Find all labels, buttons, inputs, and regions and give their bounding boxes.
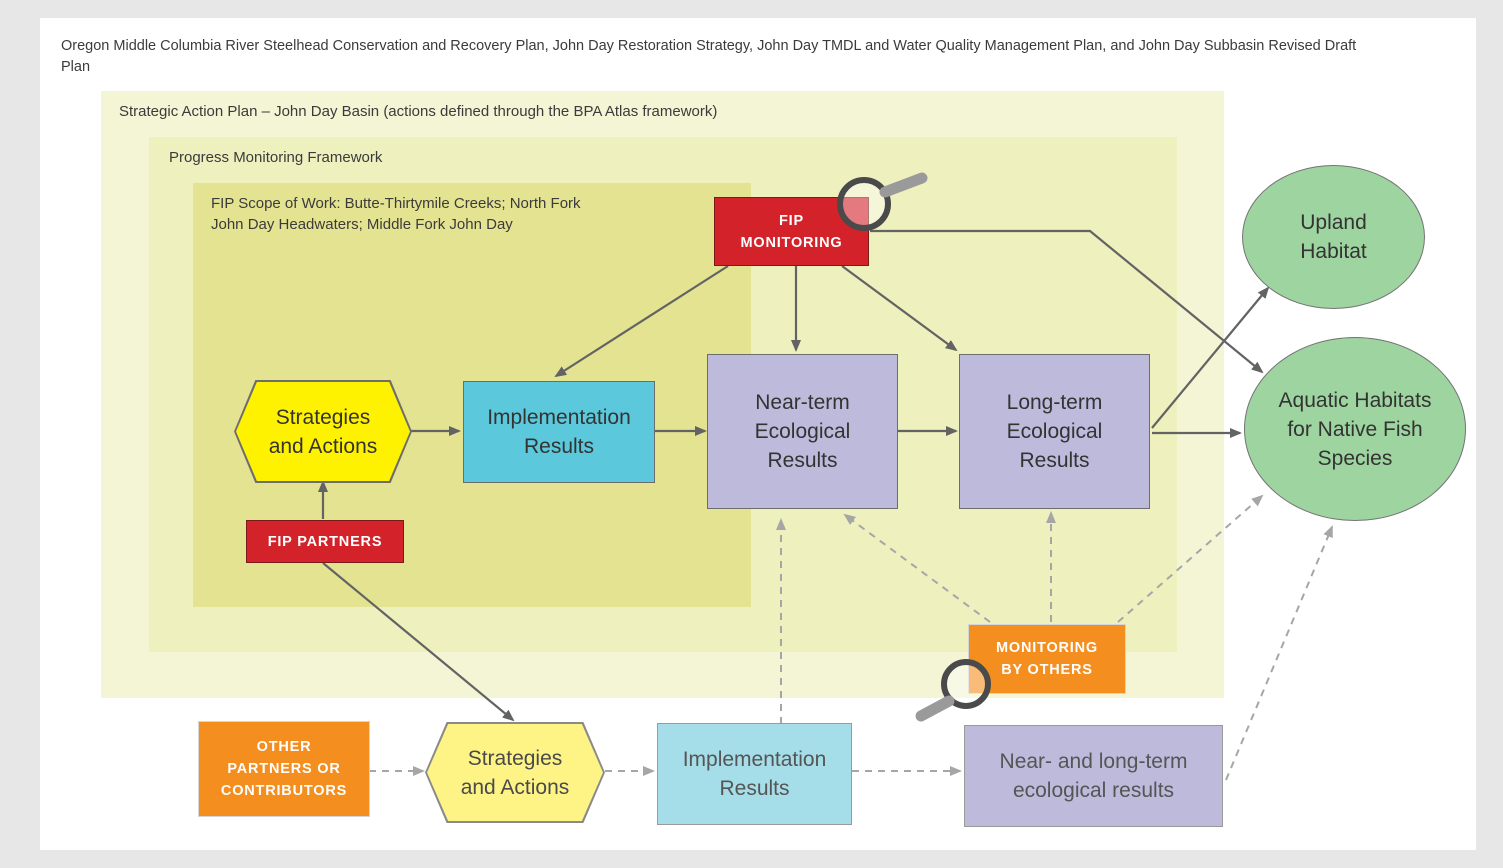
magnifier-icon (915, 659, 991, 722)
strategies-actions-hexagon-border: Strategies and Actions (234, 380, 412, 483)
other-partners-label: OTHER PARTNERS OR CONTRIBUTORS (220, 739, 348, 799)
fip-partners-box: FIP PARTNERS (246, 520, 404, 563)
strategies-actions-2-hexagon-border: Strategies and Actions (425, 722, 605, 823)
aquatic-habitats-label: Aquatic Habitats for Native Fish Species (1278, 388, 1432, 470)
region-label-strategic: Strategic Action Plan – John Day Basin (… (119, 103, 718, 120)
implementation-results-2-label: Implementation Results (682, 748, 827, 800)
arrow-fipmon-to-aquatic (870, 229, 1264, 374)
strategies-actions-hexagon: Strategies and Actions (236, 382, 410, 481)
arrow-fipmon-to-longterm (841, 265, 958, 352)
fip-partners-label: FIP PARTNERS (267, 533, 383, 550)
near-long-term-label: Near- and long-term ecological results (999, 750, 1188, 802)
arrow-fippartners-to-strategies-2 (322, 562, 515, 722)
arrow-fipmon-to-implementation (554, 265, 729, 378)
upland-habitat-oval: Upland Habitat (1242, 165, 1425, 309)
region-label-fip-scope: FIP Scope of Work: Butte-Thirtymile Cree… (211, 195, 581, 233)
near-term-box: Near-term Ecological Results (707, 354, 898, 509)
aquatic-habitats-oval: Aquatic Habitats for Native Fish Species (1244, 337, 1466, 521)
implementation-results-box: Implementation Results (463, 381, 655, 483)
magnifier-icon (837, 172, 928, 231)
upland-habitat-label: Upland Habitat (1300, 211, 1367, 263)
other-partners-box: OTHER PARTNERS OR CONTRIBUTORS (198, 721, 370, 817)
long-term-label: Long-term Ecological Results (1006, 391, 1103, 472)
monitoring-by-others-box: MONITORING BY OTHERS (968, 624, 1126, 694)
dashed-mbo-to-aquatic (1117, 494, 1264, 623)
header-sources: Oregon Middle Columbia River Steelhead C… (61, 38, 1357, 75)
near-long-term-box: Near- and long-term ecological results (964, 725, 1223, 827)
strategies-actions-2-label: Strategies and Actions (460, 746, 570, 799)
strategies-actions-label: Strategies and Actions (268, 405, 378, 458)
fip-monitoring-label: FIP MONITORING (740, 212, 843, 251)
long-term-box: Long-term Ecological Results (959, 354, 1150, 509)
implementation-results-label: Implementation Results (487, 406, 631, 458)
region-label-progress: Progress Monitoring Framework (169, 149, 383, 166)
dashed-nearlong-to-aquatic (1225, 525, 1333, 781)
dashed-mbo-to-nearterm (843, 513, 991, 623)
near-term-label: Near-term Ecological Results (754, 391, 851, 472)
implementation-results-2-box: Implementation Results (657, 723, 852, 825)
monitoring-by-others-label: MONITORING BY OTHERS (996, 640, 1098, 678)
arrow-longterm-to-upland (1151, 286, 1270, 429)
strategies-actions-2-hexagon: Strategies and Actions (427, 724, 603, 821)
